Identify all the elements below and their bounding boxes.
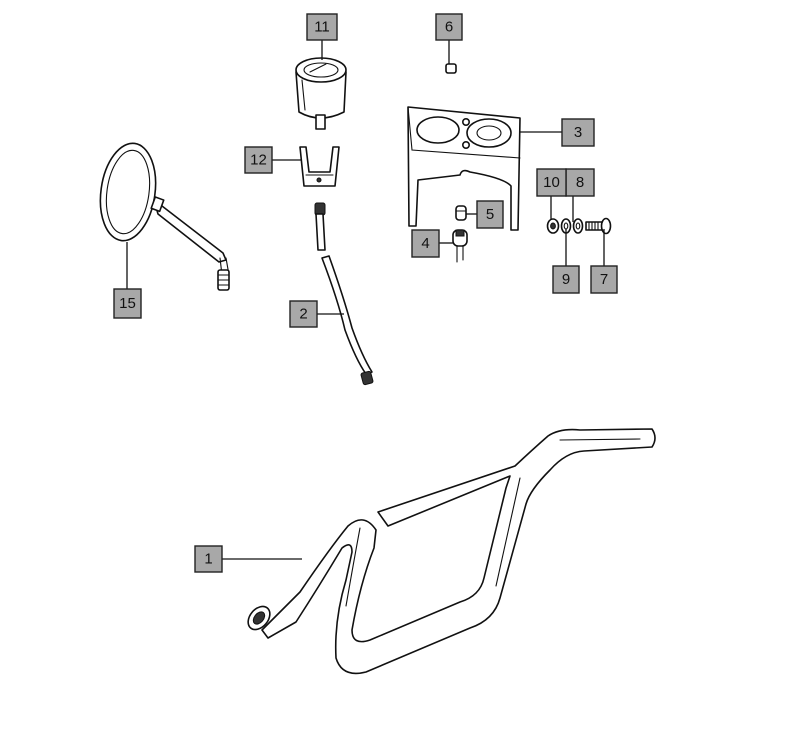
nut-part <box>445 63 457 74</box>
speedometer-cable-part <box>314 202 374 386</box>
callout-4: 4 <box>411 229 440 258</box>
callout-label: 11 <box>314 19 330 36</box>
callout-3: 3 <box>561 118 595 147</box>
callout-label: 12 <box>250 152 267 169</box>
callout-8: 8 <box>565 168 595 197</box>
callout-label: 4 <box>421 235 429 252</box>
handlebar-part <box>247 428 656 675</box>
instrument-housing-part <box>407 106 521 231</box>
callout-label: 7 <box>600 271 608 288</box>
callout-6: 6 <box>435 13 463 41</box>
callout-11: 11 <box>306 13 338 41</box>
callout-label: 10 <box>543 174 560 191</box>
bulb-part <box>455 205 467 221</box>
callout-9: 9 <box>552 265 580 294</box>
callout-label: 9 <box>562 271 570 288</box>
callout-1: 1 <box>194 545 223 573</box>
callout-10: 10 <box>536 168 567 197</box>
callout-2: 2 <box>289 300 318 328</box>
callout-label: 5 <box>486 206 494 223</box>
callout-5: 5 <box>476 200 504 229</box>
callout-label: 1 <box>204 551 212 568</box>
leader-lines <box>126 40 605 560</box>
callout-label: 6 <box>445 19 453 36</box>
fastener-set-part <box>546 217 612 235</box>
callout-label: 8 <box>576 174 584 191</box>
lamp-socket-part <box>452 229 468 263</box>
speedometer-bracket-part <box>299 146 340 187</box>
callout-label: 15 <box>119 295 136 312</box>
callout-12: 12 <box>244 146 273 174</box>
callout-label: 3 <box>574 124 582 141</box>
callout-7: 7 <box>590 265 618 294</box>
speedometer-part <box>295 57 347 130</box>
callout-label: 2 <box>299 306 307 323</box>
mirror-part <box>99 142 230 291</box>
callout-15: 15 <box>113 288 142 319</box>
